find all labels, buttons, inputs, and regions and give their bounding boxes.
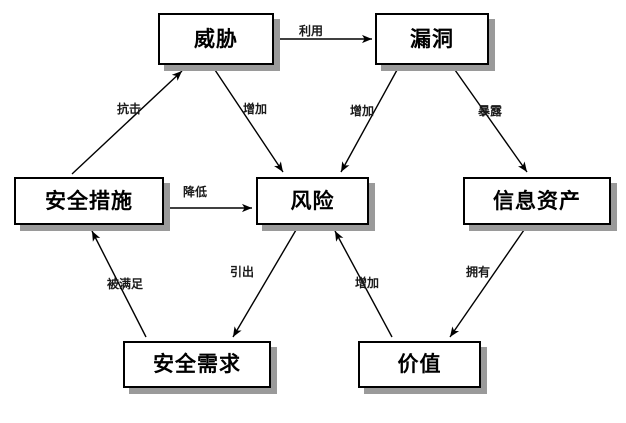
edge-label-safeguard-counters-threat: 抗击: [117, 102, 142, 116]
edge-label-safeguard-reduces-risk: 降低: [183, 185, 208, 199]
edge-label-threat-exploits-vulnerability: 利用: [299, 24, 324, 38]
edge-vulnerability-increases-risk: [340, 69, 398, 173]
edge-asset-has-value: [449, 229, 525, 338]
edge-label-vulnerability-increases-risk: 增加: [350, 104, 375, 118]
node-requirement[interactable]: 安全需求: [123, 341, 271, 388]
edge-safeguard-counters-threat: [71, 70, 183, 175]
edge-risk-derives-requirement: [232, 229, 297, 338]
node-safeguard-label: 安全措施: [45, 188, 133, 213]
edge-vulnerability-exposes-asset: [454, 69, 528, 173]
edge-threat-increases-risk: [214, 69, 284, 173]
edge-label-risk-derives-requirement: 引出: [230, 265, 255, 279]
node-threat-label: 威胁: [194, 26, 238, 51]
node-safeguard[interactable]: 安全措施: [14, 177, 164, 225]
node-value[interactable]: 价值: [358, 341, 481, 388]
node-asset[interactable]: 信息资产: [463, 177, 611, 225]
edge-requirement-satisfied-by-safeguard: [91, 230, 147, 338]
node-requirement-label: 安全需求: [153, 352, 241, 376]
edge-label-asset-has-value: 拥有: [466, 265, 491, 279]
node-risk[interactable]: 风险: [256, 177, 369, 225]
edge-label-value-increases-risk: 增加: [355, 276, 380, 290]
node-value-label: 价值: [397, 352, 442, 376]
edge-label-vulnerability-exposes-asset: 暴露: [478, 104, 503, 118]
edge-label-threat-increases-risk: 增加: [243, 102, 268, 116]
node-asset-label: 信息资产: [493, 188, 581, 213]
node-vulnerability[interactable]: 漏洞: [375, 13, 489, 65]
node-threat[interactable]: 威胁: [158, 13, 274, 65]
node-risk-label: 风险: [290, 188, 335, 213]
node-vulnerability-label: 漏洞: [410, 26, 454, 51]
edge-label-requirement-satisfied-by-safeguard: 被满足: [107, 277, 144, 291]
edge-value-increases-risk: [334, 230, 393, 338]
